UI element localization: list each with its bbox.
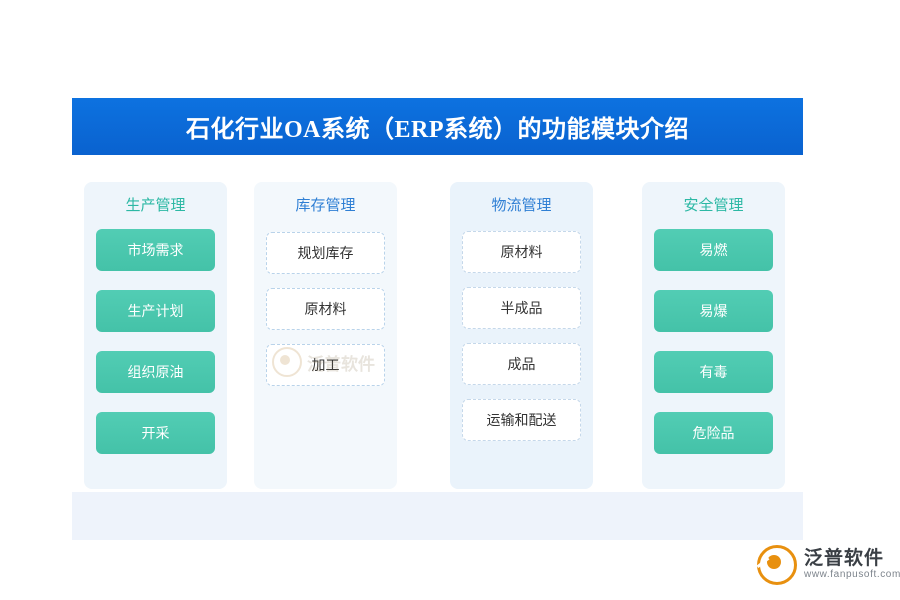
module-item[interactable]: 危险品	[654, 412, 773, 454]
column-inventory-management: 库存管理 规划库存 原材料 加工	[254, 182, 397, 489]
module-item[interactable]: 加工	[266, 344, 385, 386]
brand-logo: 泛普软件 www.fanpusoft.com	[757, 545, 900, 585]
module-item[interactable]: 规划库存	[266, 232, 385, 274]
module-item[interactable]: 原材料	[266, 288, 385, 330]
module-item[interactable]: 开采	[96, 412, 215, 454]
module-item[interactable]: 原材料	[462, 231, 581, 273]
module-item[interactable]: 运输和配送	[462, 399, 581, 441]
module-item[interactable]: 成品	[462, 343, 581, 385]
module-item[interactable]: 易燃	[654, 229, 773, 271]
brand-name-cn: 泛普软件	[804, 548, 885, 570]
module-columns: 生产管理 市场需求 生产计划 组织原油 开采 库存管理 规划库存 原材料 加工 …	[72, 182, 803, 494]
column-production-management: 生产管理 市场需求 生产计划 组织原油 开采	[84, 182, 227, 489]
column-safety-management: 安全管理 易燃 易爆 有毒 危险品	[642, 182, 785, 489]
brand-url: www.fanpusoft.com	[804, 569, 900, 581]
module-item[interactable]: 有毒	[654, 351, 773, 393]
page-title: 石化行业OA系统（ERP系统）的功能模块介绍	[186, 117, 689, 143]
title-bar: 石化行业OA系统（ERP系统）的功能模块介绍	[72, 98, 803, 155]
module-item[interactable]: 生产计划	[96, 290, 215, 332]
column-heading: 安全管理	[683, 198, 744, 214]
column-heading: 库存管理	[295, 198, 356, 214]
background-band	[72, 492, 803, 540]
module-item[interactable]: 组织原油	[96, 351, 215, 393]
column-logistics-management: 物流管理 原材料 半成品 成品 运输和配送	[450, 182, 593, 489]
column-heading: 生产管理	[125, 198, 186, 214]
brand-text: 泛普软件 www.fanpusoft.com	[804, 549, 900, 580]
module-item[interactable]: 市场需求	[96, 229, 215, 271]
module-item[interactable]: 易爆	[654, 290, 773, 332]
fanpu-logo-icon	[757, 545, 797, 585]
column-heading: 物流管理	[491, 198, 552, 214]
module-item[interactable]: 半成品	[462, 287, 581, 329]
